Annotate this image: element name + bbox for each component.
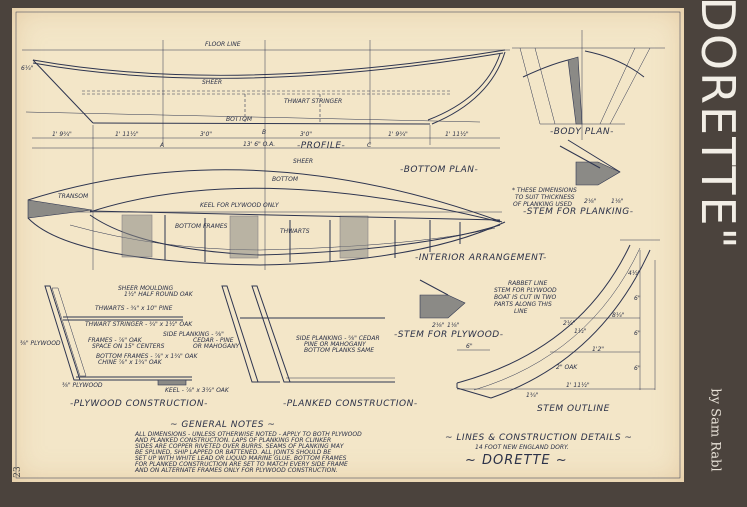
- dimension: 1' 11½": [566, 382, 590, 389]
- stem-outline-title: STEM OUTLINE: [537, 404, 610, 414]
- body-plan-drawing: -BODY PLAN-: [512, 30, 665, 140]
- floor-line-label: FLOOR LINE: [205, 41, 241, 48]
- dimension: 6": [634, 330, 641, 337]
- byline-text: by Sam Rabl: [707, 388, 723, 472]
- transom-label: TRANSOM: [58, 193, 89, 200]
- construction-label: ⅜" PLYWOOD: [62, 382, 103, 389]
- stem-for-plywood-drawing: 2⅛" 1⅛" -STEM FOR PLYWOOD- RABBET LINE S…: [394, 279, 557, 340]
- construction-label: PINE OR MAHOGANY: [304, 341, 367, 348]
- note-line: FOR PLANKED CONSTRUCTION ARE SET TO MATC…: [135, 461, 348, 468]
- title-block-line2: 14 FOOT NEW ENGLAND DORY.: [475, 444, 569, 451]
- dimension: 3'0": [300, 131, 312, 138]
- rabbet-note-line: PARTS ALONG THIS: [494, 301, 552, 308]
- construction-label: BOTTOM PLANKS SAME: [304, 347, 374, 354]
- keel-label: KEEL FOR PLYWOOD ONLY: [200, 202, 280, 209]
- dimension: 1¾": [526, 392, 539, 399]
- dimension: 1⅛": [447, 322, 460, 329]
- stem-for-planking-drawing: * THESE DIMENSIONS TO SUIT THICKNESS OF …: [512, 139, 634, 217]
- station-a: A: [159, 142, 164, 149]
- overall-length: 13' 6" O.A.: [243, 141, 275, 148]
- construction-label: CHINE ⅞" x 1¾" OAK: [98, 359, 163, 366]
- rabbet-note-line: BOAT IS CUT IN TWO: [494, 294, 556, 301]
- dimension: 1'2": [592, 346, 604, 353]
- note-line: BE SPLINED, SHIP LAPPED OR BATTENED. ALL…: [135, 449, 331, 456]
- dimension: 2⅛": [432, 322, 445, 329]
- bottom-plan-title: -BOTTOM PLAN-: [400, 165, 478, 175]
- rabbet-note-line: RABBET LINE: [508, 280, 547, 287]
- dimension: 4½": [628, 270, 641, 277]
- dimension: 1' 11½": [445, 131, 469, 138]
- plywood-construction-drawing: SHEER MOULDING 1½" HALF ROUND OAK THWART…: [20, 285, 230, 409]
- dimension: 6": [634, 295, 641, 302]
- planking-note-line: TO SUIT THICKNESS: [515, 194, 575, 201]
- profile-title: -PROFILE-: [297, 141, 345, 151]
- title-text: "DORETTE": [691, 0, 745, 251]
- planking-note-line: OF PLANKING USED: [513, 201, 572, 208]
- construction-label: CEDAR - PINE: [193, 337, 234, 344]
- page-number: 23: [10, 462, 26, 482]
- page-number-text: 23: [13, 466, 23, 478]
- dimension: 6": [634, 365, 641, 372]
- planked-construction-title: -PLANKED CONSTRUCTION-: [283, 399, 418, 409]
- station-c: C: [367, 142, 372, 149]
- profile-drawing: FLOOR LINE SHEER THWART STRINGER BOTTOM …: [21, 40, 510, 270]
- bottom-label: BOTTOM: [226, 116, 253, 123]
- dimension: 8¼": [612, 312, 625, 319]
- planked-construction-drawing: SIDE PLANKING - ⅝" CEDAR - PINE OR MAHOG…: [163, 285, 418, 409]
- note-line: AND ON ALTERNATE FRAMES ONLY FOR PLYWOOD…: [134, 467, 338, 474]
- construction-label: FRAMES - ⅞" OAK: [88, 337, 143, 344]
- interior-arrangement-title: -INTERIOR ARRANGEMENT-: [415, 253, 547, 263]
- dimension: 1½": [574, 328, 587, 335]
- stem-outline-drawing: 4½" 6" 8¼" 6" 2¼" 1½" 1'2" 6" 2" OAK 6" …: [456, 239, 660, 414]
- construction-label: 1½" HALF ROUND OAK: [124, 291, 194, 298]
- construction-label: SIDE PLANKING - ⅝" CEDAR: [296, 335, 380, 342]
- general-notes: ~ GENERAL NOTES ~ ALL DIMENSIONS - UNLES…: [134, 420, 362, 474]
- sheer-label: SHEER: [202, 79, 222, 86]
- dimension: 3'0": [200, 131, 212, 138]
- note-line: AND PLANKED CONSTRUCTION. LAPS OF PLANKI…: [134, 437, 331, 444]
- note-line: SIDES ARE COPPER RIVETED OVER BURRS. SEA…: [135, 443, 345, 450]
- bottom-frames-label: BOTTOM FRAMES: [175, 223, 228, 230]
- title-block-line1: ~ LINES & CONSTRUCTION DETAILS ~: [445, 433, 632, 443]
- stem-for-plywood-title: -STEM FOR PLYWOOD-: [394, 330, 503, 340]
- dimension: 2" OAK: [556, 364, 578, 371]
- sheet-border: [15, 11, 681, 479]
- thwart-stringer-label: THWART STRINGER: [284, 98, 342, 105]
- dimension: 6": [466, 343, 473, 350]
- station-b: B: [262, 129, 266, 136]
- construction-label: KEEL - ⅞" x 3½" OAK: [165, 387, 230, 394]
- rabbet-note-line: STEM FOR PLYWOOD: [494, 287, 557, 294]
- plywood-construction-title: -PLYWOOD CONSTRUCTION-: [70, 399, 208, 409]
- title-block-line3: ~ DORETTE ~: [465, 453, 568, 468]
- construction-label: SPACE ON 15" CENTERS: [92, 343, 165, 350]
- note-line: SET UP WITH WHITE LEAD OR LIQUID MARINE …: [135, 455, 347, 462]
- planking-note-line: * THESE DIMENSIONS: [512, 187, 577, 194]
- dimension: 2⅛": [584, 198, 597, 205]
- stem-for-planking-title: -STEM FOR PLANKING-: [523, 207, 634, 217]
- construction-label: SIDE PLANKING - ⅝": [163, 331, 224, 338]
- thwarts-label: THWARTS: [280, 228, 310, 235]
- bottom-label: BOTTOM: [272, 176, 299, 183]
- construction-label: ⅜" PLYWOOD: [20, 340, 61, 347]
- body-plan-title: -BODY PLAN-: [550, 127, 614, 137]
- construction-label: THWARTS - ¾" x 10" PINE: [95, 305, 173, 312]
- title-block: ~ LINES & CONSTRUCTION DETAILS ~ 14 FOOT…: [445, 433, 632, 468]
- dimension: 1' 9¾": [52, 131, 72, 138]
- vertical-title: "DORETTE": [691, 0, 745, 251]
- construction-label: OR MAHOGANY: [193, 343, 241, 350]
- byline: by Sam Rabl: [700, 370, 730, 490]
- rabbet-note-line: LINE: [514, 308, 528, 315]
- dimension: 1' 9¾": [388, 131, 408, 138]
- dimension: 1' 11½": [115, 131, 139, 138]
- construction-label: THWART STRINGER - ¾" x 1½" OAK: [85, 321, 193, 328]
- construction-label: SHEER MOULDING: [118, 285, 173, 292]
- height-dimension: 6¼": [21, 65, 34, 72]
- general-notes-title: ~ GENERAL NOTES ~: [170, 420, 275, 430]
- construction-label: BOTTOM FRAMES - ⅞" x 1¾" OAK: [96, 353, 199, 360]
- note-line: ALL DIMENSIONS - UNLESS OTHERWISE NOTED …: [134, 431, 362, 438]
- dimension: 2¼": [563, 320, 576, 327]
- dimension: 1⅛": [611, 198, 624, 205]
- bottom-plan-drawing: SHEER BOTTOM TRANSOM KEEL FOR PLYWOOD ON…: [27, 158, 547, 266]
- sheer-label: SHEER: [293, 158, 313, 165]
